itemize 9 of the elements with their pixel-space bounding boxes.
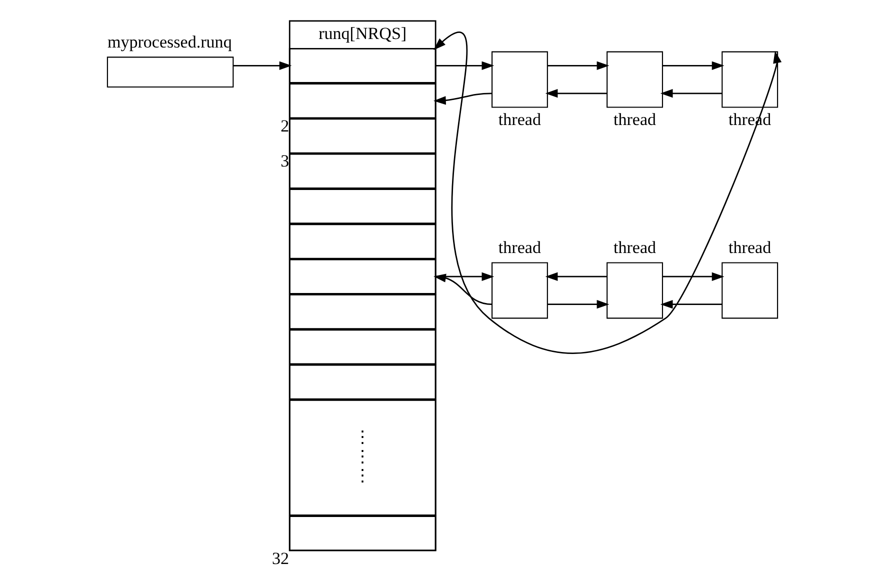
node-label: thread <box>613 238 656 257</box>
node-label: thread <box>498 110 541 130</box>
node-label: 3 <box>280 152 290 171</box>
node-label: 32 <box>272 549 290 568</box>
node-label: myprocessed.runq <box>107 32 232 52</box>
node-label: thread <box>498 238 541 257</box>
node-label: thread <box>613 110 656 130</box>
node-label: 2 <box>280 116 290 136</box>
node-label: thread <box>728 238 772 257</box>
